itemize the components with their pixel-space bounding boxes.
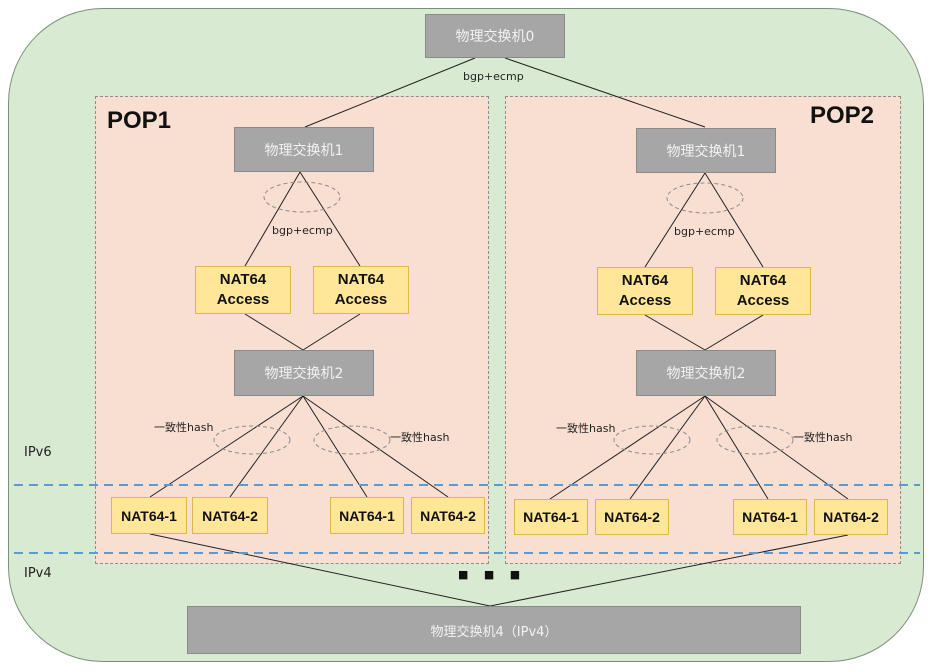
- hash-ellipse-pop2-left: [613, 425, 691, 455]
- pop2-switch-1: 物理交换机1: [636, 128, 776, 173]
- link-pop2-sw2-n4: [704, 395, 849, 500]
- switch-4-ipv4: 物理交换机4（IPv4）: [187, 606, 801, 654]
- link-pop2-n4-bottom: [489, 534, 849, 607]
- pop2-title: POP2: [810, 102, 875, 129]
- pop1-nat64-node-3: NAT64-1: [330, 497, 404, 534]
- access-line1: NAT64: [337, 271, 385, 288]
- pop2-nat64-node-1: NAT64-1: [514, 499, 588, 535]
- pop1-switch-2: 物理交换机2: [234, 350, 374, 396]
- pop2-switch-2: 物理交换机2: [636, 350, 776, 396]
- hash-ellipse-pop2-right: [716, 425, 794, 455]
- pop2-nat64-access-2: NAT64 Access: [715, 267, 811, 315]
- access-line2: Access: [736, 292, 790, 309]
- access-line2: Access: [618, 292, 672, 309]
- link-pop2-sw2-n2: [629, 395, 706, 500]
- pop1-nat64-node-2: NAT64-2: [192, 497, 268, 534]
- switch-0: 物理交换机0: [425, 14, 565, 58]
- link-pop2-sw1-acc1: [644, 172, 706, 268]
- pop2-ecmp-label: bgp+ecmp: [674, 225, 735, 238]
- hash-ellipse-pop1-right: [313, 425, 391, 455]
- link-pop1-sw1-acc1: [244, 171, 301, 267]
- ipv6-zone-label: IPv6: [24, 445, 52, 460]
- pop1-nat64-access-1: NAT64 Access: [195, 266, 291, 314]
- pop1-nat64-node-1: NAT64-1: [111, 497, 187, 534]
- ipv4-zone-label: IPv4: [24, 566, 52, 581]
- link-pop2-sw2-n3: [704, 395, 769, 500]
- access-line1: NAT64: [621, 272, 669, 289]
- pop1-ecmp-label: bgp+ecmp: [272, 224, 333, 237]
- ecmp-ellipse-pop1: [263, 181, 341, 213]
- access-line2: Access: [334, 291, 388, 308]
- access-line1: NAT64: [219, 271, 267, 288]
- pop1-nat64-access-2: NAT64 Access: [313, 266, 409, 314]
- pop1-nat64-node-4: NAT64-2: [411, 497, 485, 534]
- pop1-hash-right-label: 一致性hash: [390, 431, 450, 444]
- link-pop1-sw1-acc2: [299, 171, 361, 267]
- pop1-switch-1: 物理交换机1: [234, 127, 374, 172]
- link-pop2-acc1-sw2: [644, 314, 706, 351]
- top-link-label: bgp+ecmp: [463, 70, 524, 83]
- link-pop2-acc2-sw2: [704, 314, 764, 351]
- more-pops-ellipsis: ■ ■ ■: [458, 568, 527, 581]
- hash-ellipse-pop1-left: [213, 425, 291, 455]
- pop2-hash-right-label: 一致性hash: [793, 431, 853, 444]
- link-pop1-acc2-sw2: [302, 313, 361, 351]
- link-pop1-acc1-sw2: [244, 313, 304, 351]
- pop2-nat64-node-4: NAT64-2: [814, 499, 888, 535]
- access-line2: Access: [216, 291, 270, 308]
- link-pop2-sw1-acc2: [704, 172, 764, 268]
- pop1-hash-left-label: 一致性hash: [154, 421, 214, 434]
- link-pop1-n1-bottom: [149, 533, 491, 607]
- link-pop1-sw2-n3: [302, 395, 368, 498]
- link-pop1-sw2-n1: [149, 395, 304, 498]
- pop2-nat64-access-1: NAT64 Access: [597, 267, 693, 315]
- pop2-hash-left-label: 一致性hash: [556, 422, 616, 435]
- pop2-nat64-node-2: NAT64-2: [595, 499, 669, 535]
- link-pop1-sw2-n4: [302, 395, 449, 498]
- link-pop2-sw2-n1: [549, 395, 706, 500]
- link-top-pop2: [504, 57, 706, 128]
- link-pop1-sw2-n2: [229, 395, 304, 498]
- access-line1: NAT64: [739, 272, 787, 289]
- pop1-title: POP1: [107, 107, 172, 134]
- link-top-pop1: [304, 57, 476, 128]
- pop2-nat64-node-3: NAT64-1: [733, 499, 807, 535]
- ecmp-ellipse-pop2: [666, 182, 744, 214]
